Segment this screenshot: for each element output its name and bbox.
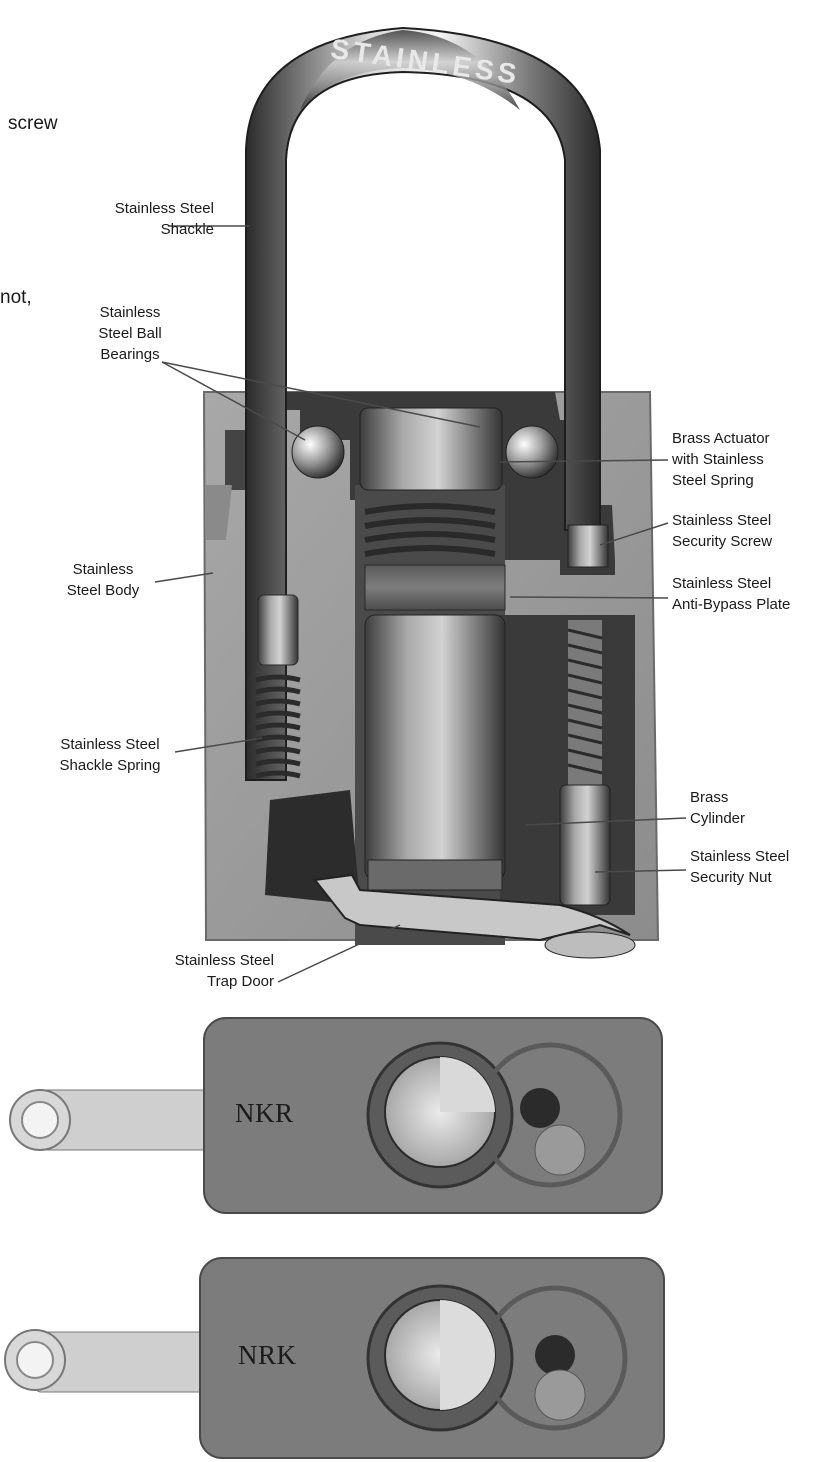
bottom-view-2 xyxy=(4,1257,665,1459)
engraving-nkr: NKR xyxy=(235,1098,294,1128)
label-actuator: Brass Actuator with Stainless Steel Spri… xyxy=(672,430,770,489)
cut-off-text-screw: screw xyxy=(8,113,58,134)
shackle-spring xyxy=(255,594,301,779)
anti-bypass-plate xyxy=(364,564,506,611)
brass-actuator xyxy=(359,407,503,557)
label-security-screw: Stainless Steel Security Screw xyxy=(672,512,773,550)
label-security-nut: Stainless Steel Security Nut xyxy=(690,848,790,886)
engraving-nrk: NRK xyxy=(238,1340,297,1370)
trap-door xyxy=(313,873,631,942)
security-nut xyxy=(559,784,611,906)
label-shackle-spring: Stainless Steel Shackle Spring xyxy=(59,736,161,774)
shackle xyxy=(245,26,601,781)
ball-bearing-left xyxy=(291,425,345,479)
label-anti-bypass: Stainless Steel Anti-Bypass Plate xyxy=(672,575,791,613)
label-ball-bearings: Stainless Steel Ball Bearings xyxy=(98,304,162,363)
label-trap-door: Stainless Steel Trap Door xyxy=(174,952,274,990)
security-screw-rod xyxy=(567,620,603,790)
bottom-view-1 xyxy=(9,1017,663,1214)
cut-off-text-not: not, xyxy=(0,287,32,308)
label-cylinder: Brass Cylinder xyxy=(690,789,746,827)
label-body: Stainless Steel Body xyxy=(66,561,140,599)
label-shackle: Stainless Steel Shackle xyxy=(114,200,214,238)
security-screw-head xyxy=(567,524,609,568)
leader-lines xyxy=(154,225,687,983)
ball-bearing-right xyxy=(505,425,559,479)
brass-cylinder xyxy=(364,614,506,881)
